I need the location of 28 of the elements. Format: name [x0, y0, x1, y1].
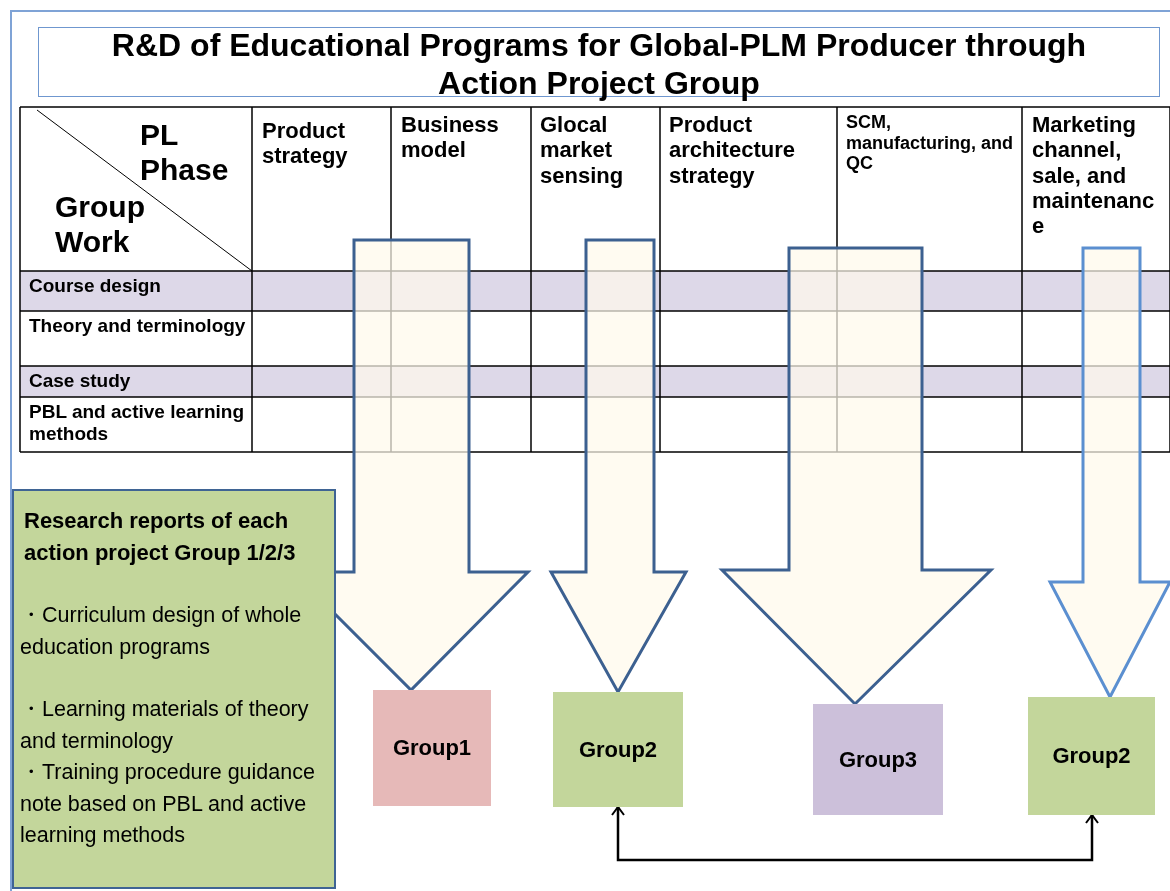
report-box: [12, 489, 336, 889]
group-name: Group2: [1051, 743, 1132, 769]
column-heading: Product strategy: [262, 118, 349, 169]
group-box: [813, 704, 943, 815]
row-heading: Case study: [29, 370, 132, 392]
group-box: [1028, 697, 1155, 815]
bullet-item: ・Training procedure guidance note based on PBL and active learning methods: [20, 759, 316, 849]
column-heading: Business model: [401, 112, 500, 163]
column-heading: SCM, manufacturing, and QC: [846, 112, 1014, 175]
block-arrow: [718, 246, 995, 707]
column-heading: Glocal market sensing: [540, 112, 625, 188]
row-heading: Course design: [29, 275, 162, 297]
group-name: Group1: [391, 735, 473, 761]
row-heading: Theory and terminology: [29, 315, 247, 337]
row-axis-label: Group Work: [55, 190, 146, 259]
column-heading: Marketing channel, sale, and maintenance: [1032, 112, 1156, 239]
bullet-item: ・Learning materials of theory and terminology: [20, 696, 310, 755]
bullet-item: ・Curriculum design of whole education programs: [20, 602, 303, 661]
row-heading: PBL and active learning methods: [29, 401, 246, 445]
column-axis-label: PL Phase: [140, 118, 230, 187]
column-heading: Product architecture strategy: [669, 112, 796, 188]
connector-arrow: [611, 806, 1099, 862]
group-box: [553, 692, 683, 807]
box-heading: Research reports of each action project Group 1/2/3: [24, 507, 297, 567]
title: R&D of Educational Programs for Global-PLM Producer through Action Project Group: [110, 26, 1088, 102]
group-box: [373, 690, 491, 806]
group-name: Group3: [837, 746, 919, 773]
group-name: Group2: [577, 736, 659, 763]
